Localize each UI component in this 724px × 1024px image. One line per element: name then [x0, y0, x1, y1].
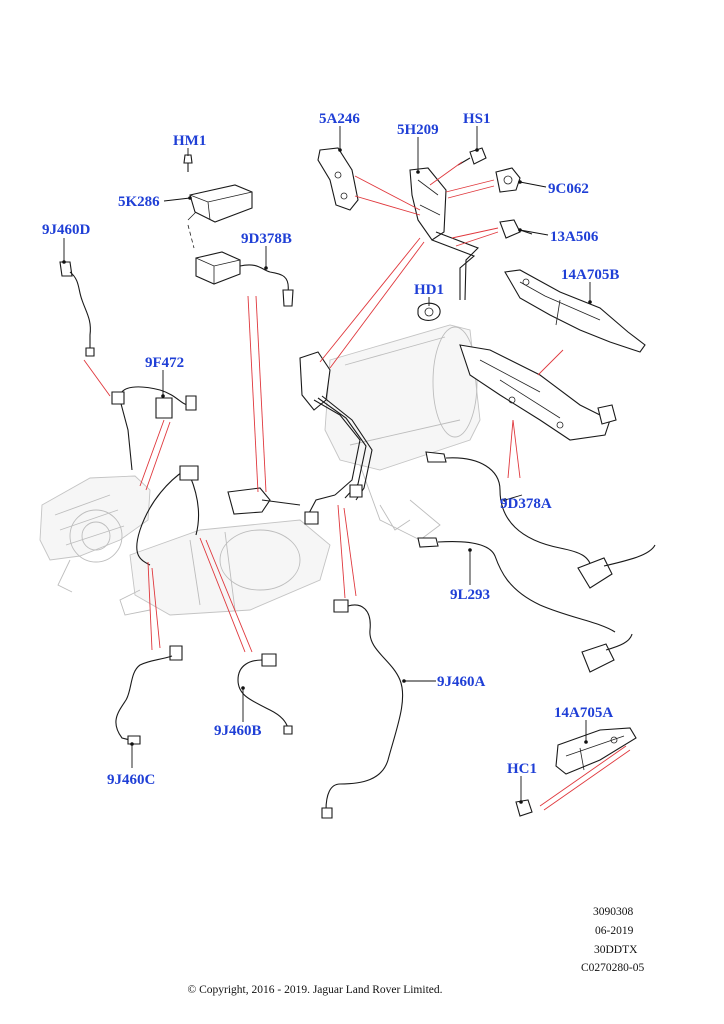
bracket-14a705b — [504, 269, 646, 353]
label-9f472: 9F472 — [145, 355, 184, 371]
bracket-5a246 — [317, 147, 359, 211]
label-9l293: 9L293 — [450, 587, 490, 603]
temp-sensor-9j460b — [237, 653, 293, 735]
label-9j460b: 9J460B — [214, 723, 262, 739]
nox-module-9d378b — [187, 224, 294, 307]
o2-sensor-9f472 — [111, 386, 197, 471]
illustration-date: 06-2019 — [595, 925, 634, 937]
leader-lines — [62, 126, 592, 804]
nox-sensor-9d378a — [425, 451, 656, 589]
label-hd1: HD1 — [414, 282, 444, 298]
hm1-clip — [183, 154, 193, 172]
label-hm1: HM1 — [173, 133, 206, 149]
bracket-5h209 — [409, 167, 479, 301]
label-5k286: 5K286 — [118, 194, 160, 210]
engine-code: 30DDTX — [594, 944, 638, 956]
catalytic-converter-ghost — [119, 519, 331, 616]
exhaust-manifold-ghost — [39, 475, 151, 593]
label-9j460c: 9J460C — [107, 772, 155, 788]
clip-hd1 — [417, 302, 441, 321]
sensor-hs1 — [457, 147, 487, 166]
reference-code: C0270280-05 — [581, 962, 645, 974]
wiring-harness-main — [299, 351, 373, 525]
illustration-number: 3090308 — [593, 906, 634, 918]
label-14a705a: 14A705A — [554, 705, 613, 721]
label-5h209: 5H209 — [397, 122, 439, 138]
part-labels: HM1 5K286 5A246 5H209 HS1 9C062 13A506 9… — [42, 111, 619, 788]
label-9c062: 9C062 — [548, 181, 589, 197]
module-5k286 — [187, 184, 253, 223]
red-callout-lines — [83, 161, 631, 811]
label-hs1: HS1 — [463, 111, 491, 127]
label-9j460d: 9J460D — [42, 222, 91, 238]
label-9j460a: 9J460A — [437, 674, 486, 690]
sensor-9c062 — [495, 167, 521, 193]
label-13a506: 13A506 — [550, 229, 599, 245]
label-14a705b: 14A705B — [561, 267, 619, 283]
label-hc1: HC1 — [507, 761, 537, 777]
temp-sensor-9j460a — [321, 599, 404, 819]
temp-sensor-9j460c — [115, 645, 183, 745]
sensor-13a506 — [499, 219, 533, 239]
label-9d378a: 9D378A — [500, 496, 552, 512]
harness-bracket-lower — [459, 344, 617, 441]
bracket-14a705a — [555, 727, 637, 775]
dpf-canister-ghost — [324, 324, 481, 541]
harness-lower-left — [136, 465, 301, 566]
clip-hc1 — [515, 799, 533, 817]
label-9d378b: 9D378B — [241, 231, 292, 247]
sensor-9l293 — [417, 537, 633, 673]
temp-sensor-9j460d — [59, 261, 95, 357]
label-5a246: 5A246 — [319, 111, 360, 127]
copyright-notice: © Copyright, 2016 - 2019. Jaguar Land Ro… — [187, 984, 443, 996]
